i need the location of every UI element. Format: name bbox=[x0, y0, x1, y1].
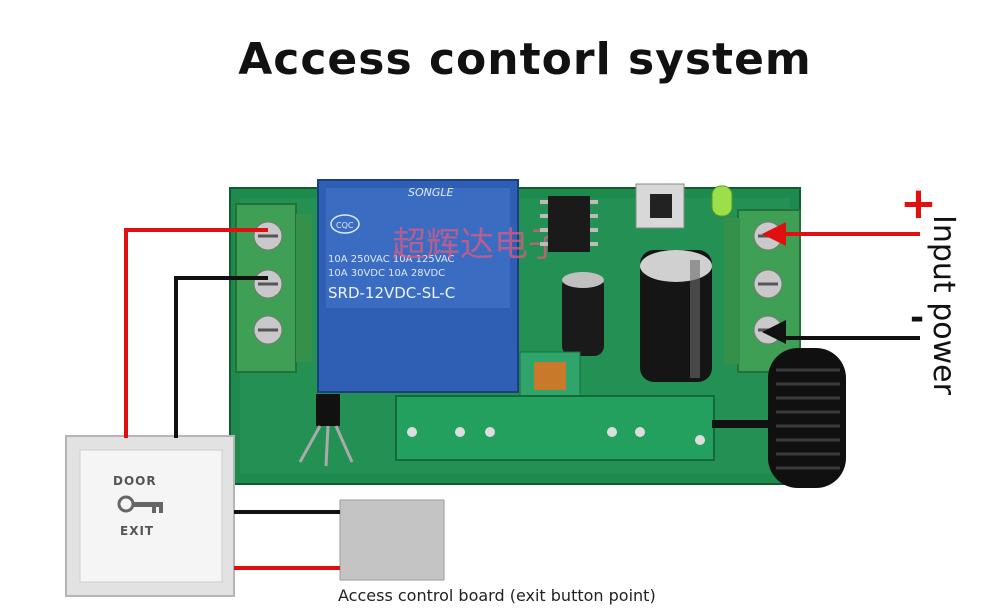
exit-button bbox=[65, 435, 235, 597]
terminal-screw bbox=[253, 315, 283, 345]
terminal-screw bbox=[253, 221, 283, 251]
terminal-screw bbox=[753, 269, 783, 299]
negative-symbol: - bbox=[910, 298, 925, 338]
board-caption: Access control board (exit button point) bbox=[338, 586, 656, 605]
exit-button-door-label: DOOR bbox=[113, 474, 157, 488]
svg-text:CQC: CQC bbox=[336, 221, 354, 230]
arrow-negative bbox=[762, 320, 920, 344]
learn-button bbox=[635, 183, 685, 229]
led bbox=[711, 185, 733, 217]
relay-brand: SONGLE bbox=[408, 186, 454, 199]
capacitor-small bbox=[562, 272, 604, 356]
wire-red-exit bbox=[124, 228, 268, 438]
input-power-label-wrap: Input power bbox=[926, 215, 967, 445]
left-terminal-block bbox=[235, 203, 312, 373]
ic-chip bbox=[540, 196, 598, 252]
inductor bbox=[519, 351, 581, 401]
relay-rating-1: 10A 250VAC 10A 125VAC bbox=[328, 254, 455, 265]
input-power-label: Input power bbox=[926, 215, 961, 395]
relay-rating-2: 10A 30VDC 10A 28VDC bbox=[328, 268, 445, 279]
relay: SONGLE CQC 10A 250VAC 10A 125VAC 10A 30V… bbox=[317, 179, 519, 393]
relay-model: SRD-12VDC-SL-C bbox=[328, 284, 455, 302]
page-title: Access contorl system bbox=[238, 34, 812, 85]
transistor bbox=[298, 394, 354, 467]
access-control-board bbox=[339, 499, 445, 581]
wire-black-exit bbox=[174, 276, 268, 438]
antenna-coil bbox=[712, 348, 846, 488]
arrow-positive bbox=[762, 222, 920, 246]
positive-symbol: + bbox=[900, 178, 937, 229]
receiver-module bbox=[395, 395, 715, 461]
watermark: 超辉达电子 bbox=[392, 225, 562, 265]
terminal-screw bbox=[253, 269, 283, 299]
exit-button-exit-label: EXIT bbox=[120, 524, 155, 538]
capacitor-large bbox=[640, 250, 712, 382]
